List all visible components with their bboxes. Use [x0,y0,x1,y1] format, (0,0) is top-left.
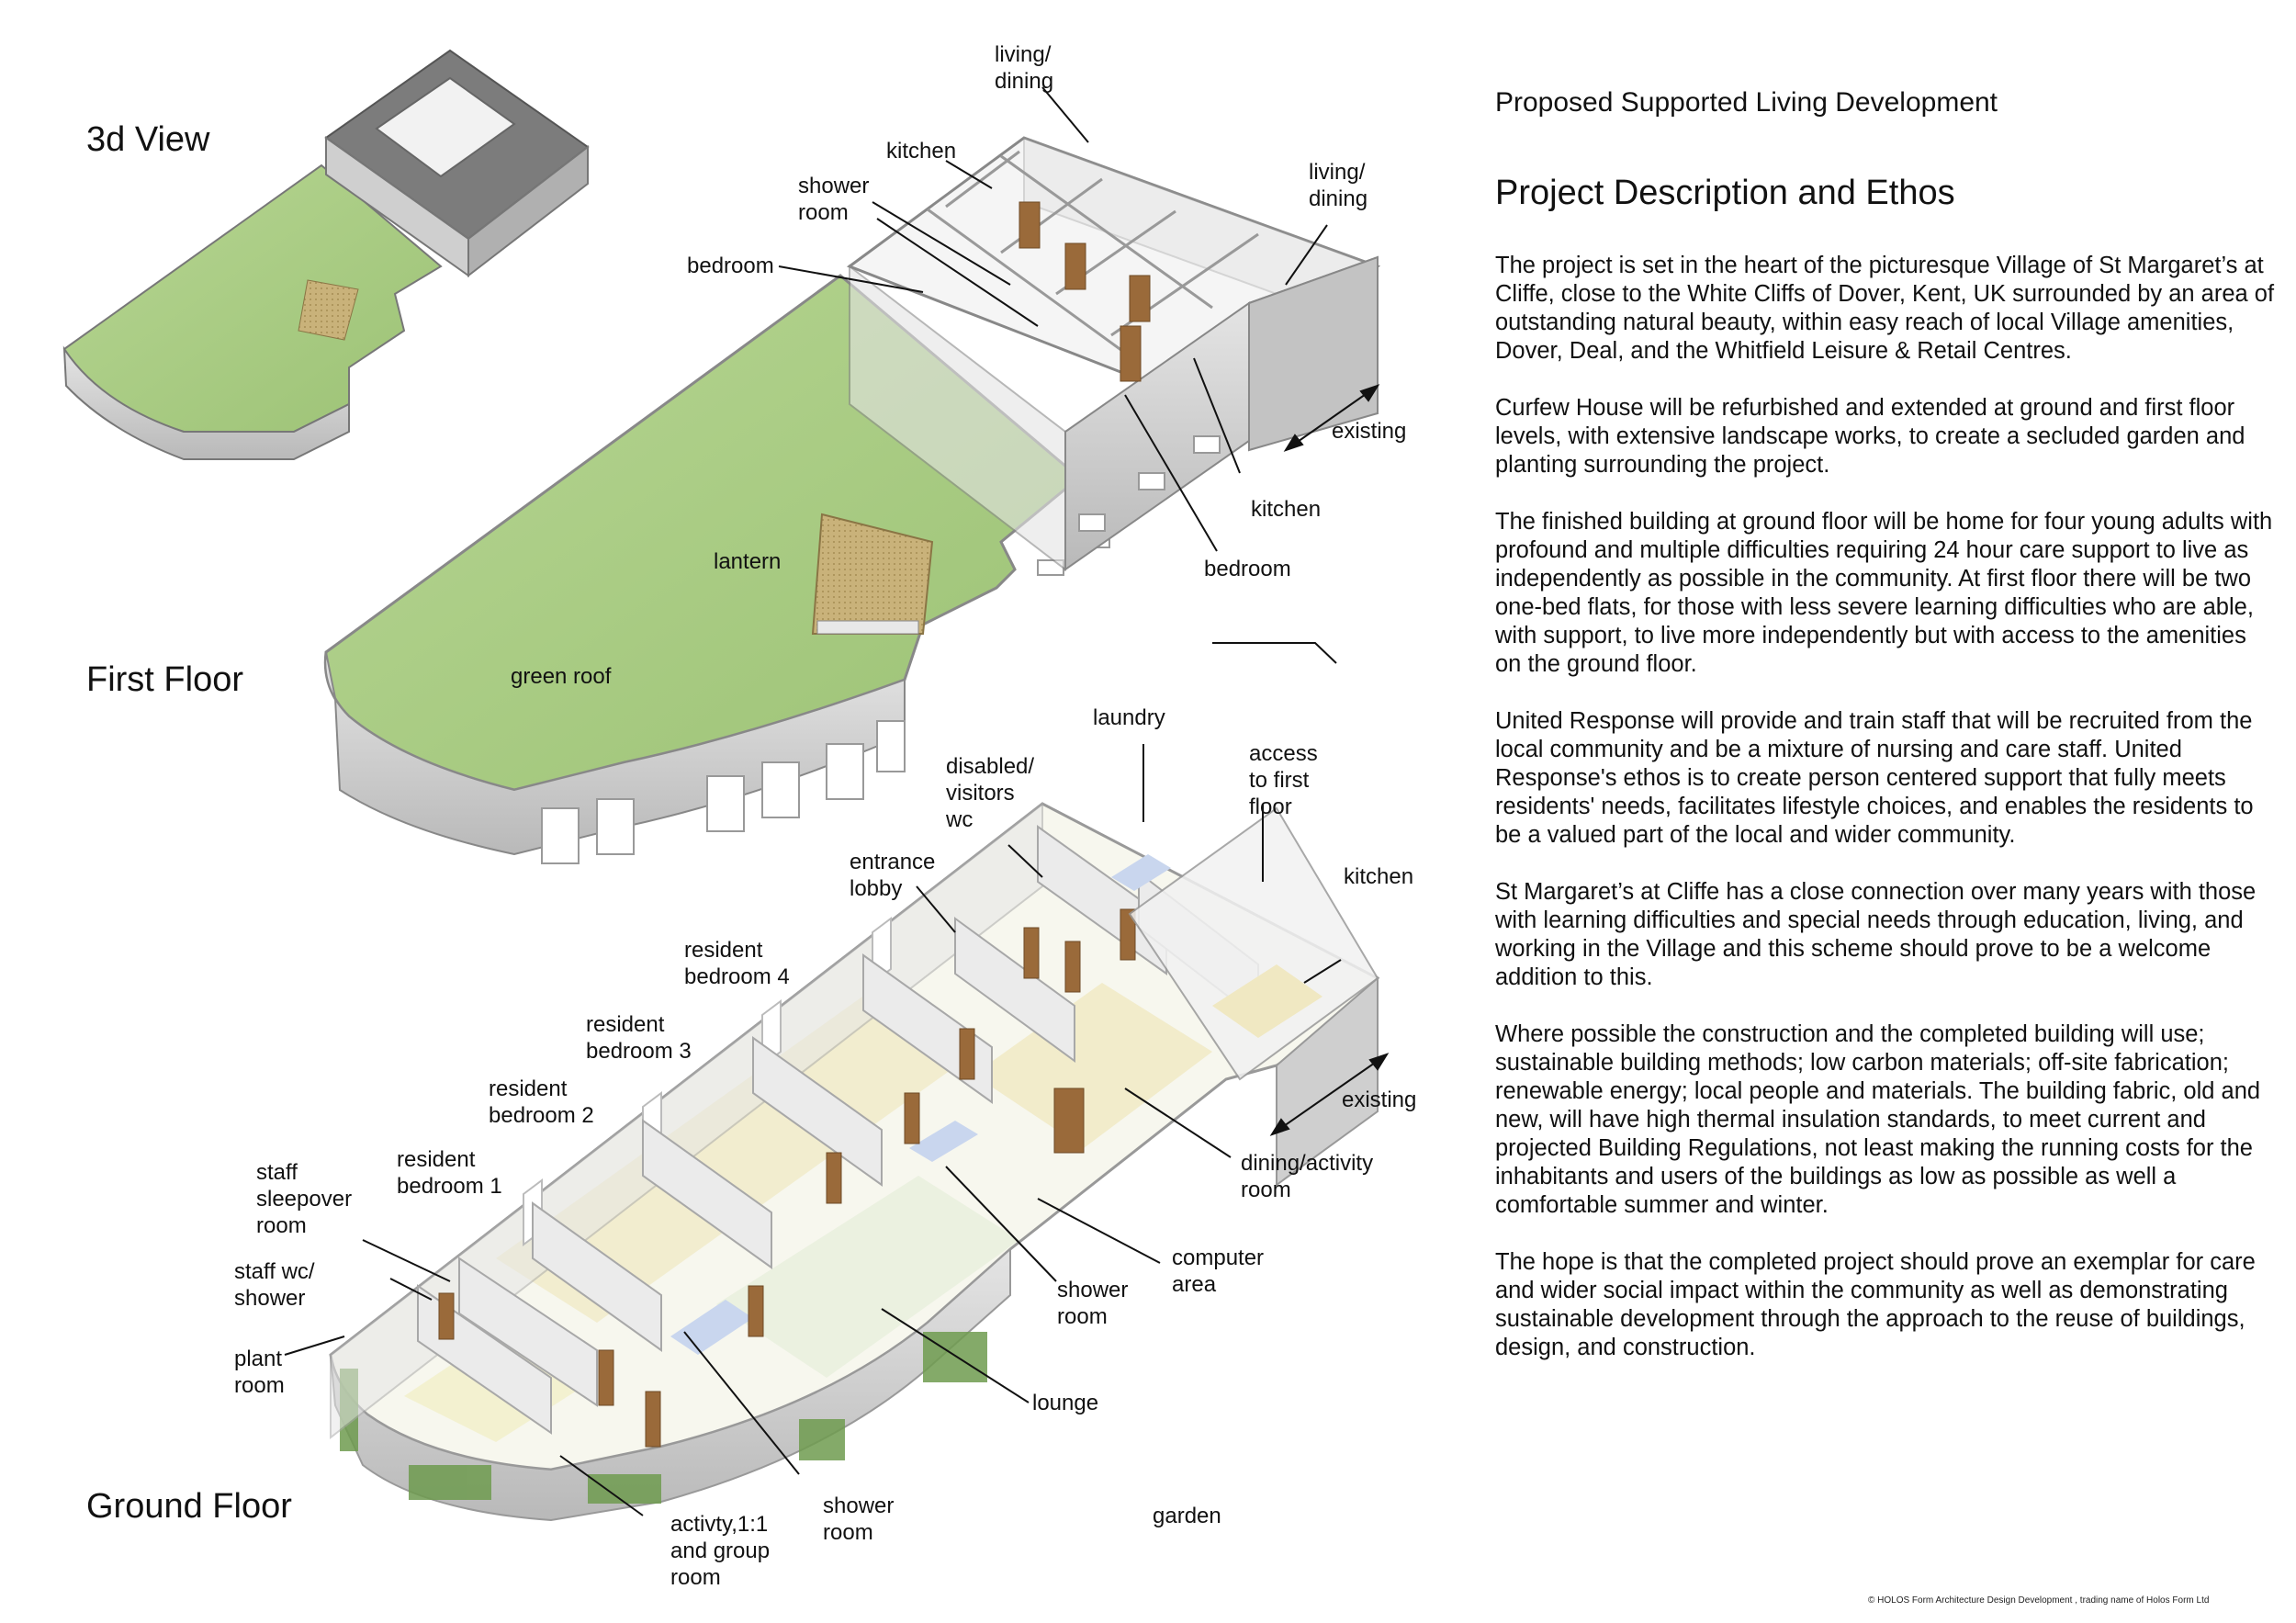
label-gf-access-first-floor: access to first floor [1249,741,1318,819]
lounge-floor [716,1176,1019,1378]
label-gf-kitchen: kitchen [1344,864,1414,889]
label-ff-existing: existing [1332,419,1407,444]
first-floor-windows [541,532,1110,864]
label-gf-resident-bedroom-2: resident bedroom 2 [489,1076,594,1128]
ground-floor-drawing [329,801,1380,1522]
project-description-panel: Proposed Supported Living Development Pr… [1495,86,2276,1391]
paragraph: The finished building at ground floor wi… [1495,509,2273,677]
label-gf-garden: garden [1153,1504,1221,1528]
label-gf-shower-room-right: shower room [1057,1278,1129,1329]
section-title-3d-view: 3d View [86,120,210,159]
paragraph: Where possible the construction and the … [1495,1021,2261,1218]
label-ff-bedroom-left: bedroom [687,254,774,278]
disabled-wc-floor [1111,854,1171,891]
paragraph: Curfew House will be refurbished and ext… [1495,395,2245,478]
existing-arrows [1269,384,1390,1136]
3d-view-lantern [298,279,359,341]
label-gf-resident-bedroom-1: resident bedroom 1 [397,1147,502,1199]
label-ff-bedroom-right: bedroom [1204,557,1291,581]
section-title-first-floor: First Floor [86,660,243,699]
leader-lines [284,86,1342,1516]
label-gf-resident-bedroom-3: resident bedroom 3 [586,1012,692,1064]
label-gf-existing: existing [1342,1088,1417,1112]
label-gf-lounge: lounge [1032,1391,1099,1415]
paragraph: St Margaret’s at Cliffe has a close conn… [1495,879,2257,990]
paragraph: The hope is that the completed project s… [1495,1249,2256,1360]
label-gf-dining-activity: dining/activity room [1241,1151,1374,1202]
label-gf-activity-room: activty,1:1 and group room [670,1512,771,1590]
lantern-roof-light [811,513,934,635]
paragraph: United Response will provide and train s… [1495,708,2254,848]
label-gf-plant-room: plant room [234,1347,285,1398]
document-heading: Project Description and Ethos [1495,174,1955,212]
section-title-ground-floor: Ground Floor [86,1487,292,1526]
label-gf-entrance-lobby: entrance lobby [850,850,936,901]
first-floor-drawing [323,136,1381,864]
kitchen-floor [1212,964,1322,1038]
ground-floor-doors [438,908,1136,1448]
existing-first-floor-wall [1248,255,1379,452]
right-end-wall [1276,975,1379,1187]
label-gf-staff-wc: staff wc/ shower [234,1259,315,1311]
label-gf-shower-room-bottom: shower room [823,1493,895,1545]
first-floor-flats [846,136,1381,572]
document-subtitle: Proposed Supported Living Development [1495,87,1998,118]
label-gf-disabled-wc: disabled/ visitors wc [946,754,1035,832]
3d-view-drawing [62,49,590,460]
label-gf-laundry: laundry [1093,705,1165,730]
label-ff-kitchen-right: kitchen [1251,497,1322,522]
label-ff-living-dining-right: living/ dining [1309,160,1368,211]
label-gf-computer-area: computer area [1172,1245,1265,1297]
dining-floor [974,983,1212,1148]
label-ff-lantern: lantern [714,549,782,574]
lantern-glazing [816,620,919,635]
label-ff-shower-room: shower room [798,174,870,225]
label-gf-staff-sleepover: staff sleepover room [256,1160,353,1238]
3d-view-roof-flat [375,76,516,178]
label-ff-kitchen-top: kitchen [886,139,957,163]
3d-view-curved-wall [62,345,350,460]
3d-view-house-side [467,144,589,278]
bedroom-floors [496,983,983,1323]
label-ff-living-dining-top: living/ dining [995,42,1054,94]
paragraph: The project is set in the heart of the p… [1495,253,2275,364]
ground-floor-curved-wall [330,1246,1011,1522]
first-floor-green-roof [323,274,1082,792]
first-floor-curved-wall [324,651,906,856]
label-ff-green-roof: green roof [511,664,612,689]
shower-room-right-floor [909,1121,978,1162]
copyright-notice: © HOLOS Form Architecture Design Develop… [1868,1595,2210,1606]
label-gf-resident-bedroom-4: resident bedroom 4 [684,938,790,989]
